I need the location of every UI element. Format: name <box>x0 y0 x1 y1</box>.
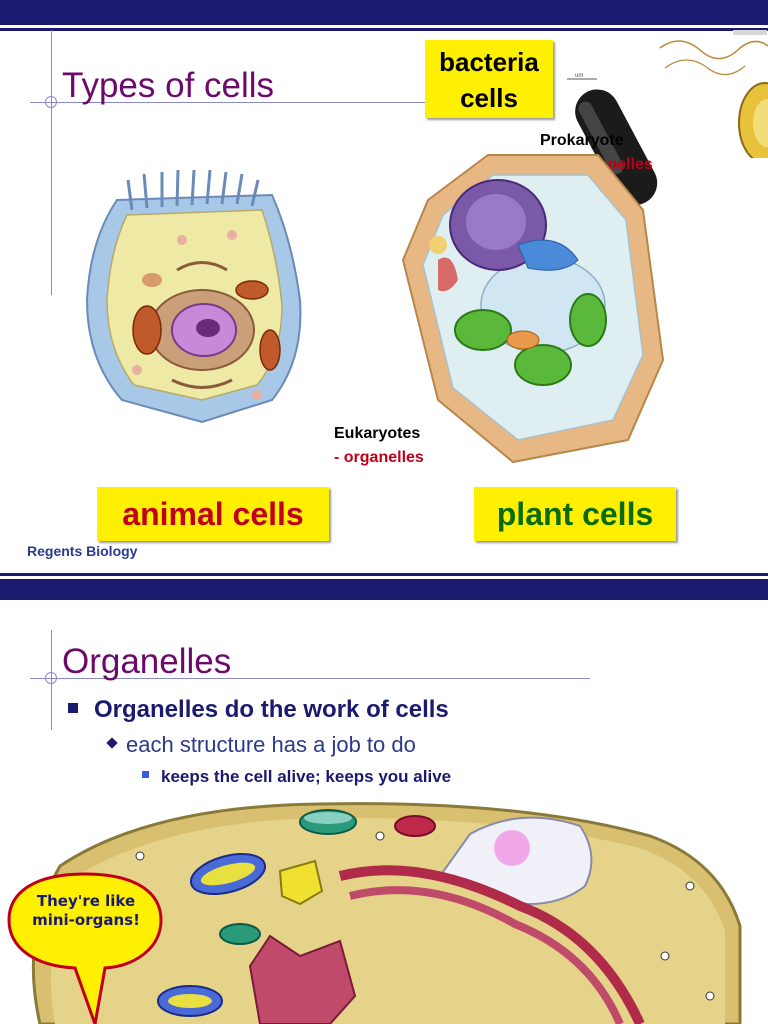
slide-organelles: Organelles Organelles do the work of cel… <box>0 600 768 1024</box>
slide-title: Organelles <box>62 642 232 681</box>
cell-organelles-illustration <box>31 802 742 1024</box>
svg-text:um: um <box>575 73 583 79</box>
guide-vertical-line <box>51 30 52 295</box>
animal-cells-label: animal cells <box>97 487 329 541</box>
slide-types-of-cells: Types of cells bacteria cells um Prokary… <box>0 0 768 600</box>
slide-title: Types of cells <box>62 66 275 105</box>
speech-bubble <box>7 872 163 1024</box>
diamond-bullet-icon <box>106 737 118 749</box>
bullet-level-2: each structure has a job to do <box>106 732 416 758</box>
bullet-level-1-text: Organelles do the work of cells <box>94 696 449 723</box>
crosshair-icon <box>45 96 57 108</box>
guide-horizontal-line <box>30 678 590 679</box>
bullet-level-3-text: keeps the cell alive; keeps you alive <box>161 767 452 786</box>
bacterium-illustration: um <box>567 73 658 205</box>
plant-cell-illustration <box>401 154 665 464</box>
small-square-bullet-icon <box>142 771 149 779</box>
square-bullet-icon <box>68 702 78 713</box>
slide-bottom-bar <box>0 576 768 600</box>
guide-horizontal-line <box>30 102 430 103</box>
bacterium-flagella-illustration <box>659 30 768 158</box>
bullet-level-3: keeps the cell alive; keeps you alive <box>142 767 451 787</box>
animal-cell-illustration <box>85 169 302 424</box>
bullet-level-2-text: each structure has a job to do <box>126 732 416 757</box>
eukaryotes-label: Eukaryotes <box>334 425 421 442</box>
plant-cells-label: plant cells <box>474 487 676 541</box>
crosshair-icon <box>45 672 57 684</box>
speech-bubble-text: They're like mini-organs! <box>32 892 140 929</box>
slide-top-bar <box>0 0 768 28</box>
bullet-level-1: Organelles do the work of cells <box>68 696 449 724</box>
bacteria-cells-label: bacteria cells <box>425 40 553 118</box>
footer-text: Regents Biology <box>27 543 138 559</box>
prokaryote-label: Prokaryote <box>540 132 624 149</box>
eukaryotes-note: - organelles <box>334 449 424 466</box>
